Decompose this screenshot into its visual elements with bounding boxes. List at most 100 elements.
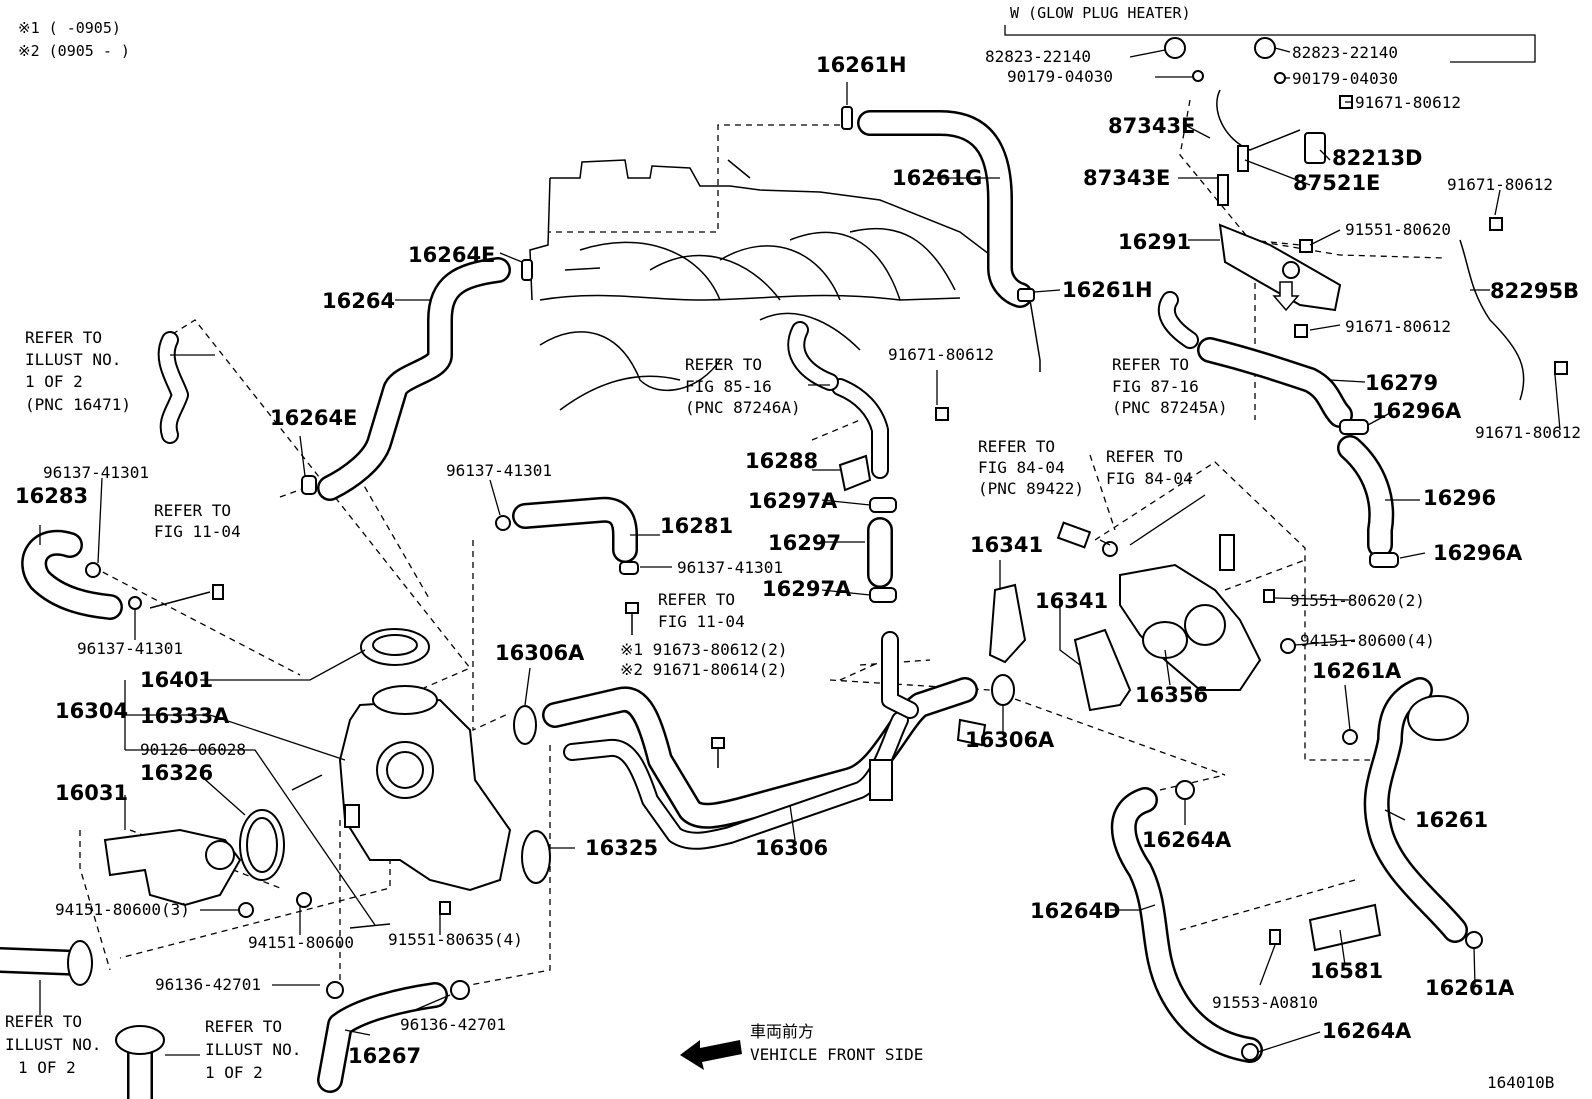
label-16581[interactable]: 16581: [1310, 959, 1383, 983]
pn-90179-right[interactable]: 90179-04030: [1292, 69, 1398, 88]
label-16326[interactable]: 16326: [140, 761, 213, 785]
pn-90179-left[interactable]: 90179-04030: [1007, 67, 1113, 86]
label-16325[interactable]: 16325: [585, 836, 658, 860]
label-16281[interactable]: 16281: [660, 514, 733, 538]
label-16264A-mid[interactable]: 16264A: [1142, 828, 1232, 852]
ref-illust-bl-1[interactable]: REFER TO: [5, 1012, 82, 1031]
label-87343E-2[interactable]: 87343E: [1083, 166, 1170, 190]
label-16267[interactable]: 16267: [348, 1044, 421, 1068]
ref-fig-84-04-b-1[interactable]: REFER TO: [1106, 447, 1183, 466]
pn-91671-80612-a[interactable]: 91671-80612: [1355, 93, 1461, 112]
label-87343E-1[interactable]: 87343E: [1108, 114, 1195, 138]
ref-fig-11-04-a-1[interactable]: REFER TO: [154, 501, 231, 520]
pn-96136-42701-a[interactable]: 96136-42701: [155, 975, 261, 994]
pn-82823-left[interactable]: 82823-22140: [985, 47, 1091, 66]
label-16031[interactable]: 16031: [55, 781, 128, 805]
ref-fig-87-16-2[interactable]: FIG 87-16: [1112, 377, 1199, 396]
label-16297A-bot[interactable]: 16297A: [762, 577, 852, 601]
ref-fig-84-04-b-2[interactable]: FIG 84-04: [1106, 469, 1193, 488]
label-16356[interactable]: 16356: [1135, 683, 1208, 707]
label-16306A-left[interactable]: 16306A: [495, 641, 585, 665]
ref-illust-bl-3[interactable]: 1 OF 2: [18, 1058, 76, 1077]
pn-91553-A0810[interactable]: 91553-A0810: [1212, 993, 1318, 1012]
ref-illust-bm-3[interactable]: 1 OF 2: [205, 1063, 263, 1082]
label-16296[interactable]: 16296: [1423, 486, 1496, 510]
part-labels: 16261H 16261G 16264E 16264 16264E 16283 …: [15, 53, 1579, 1068]
label-16296A-bot[interactable]: 16296A: [1433, 541, 1523, 565]
ref-illust-top-4[interactable]: (PNC 16471): [25, 395, 131, 414]
assembly-dashed-lines: [79, 99, 1446, 986]
pn-94151-80600-4[interactable]: 94151-80600(4): [1300, 631, 1435, 650]
pn-91551-80635[interactable]: 91551-80635(4): [388, 930, 523, 949]
label-16261G[interactable]: 16261G: [892, 166, 982, 190]
pn-96137-41301-c[interactable]: 96137-41301: [446, 461, 552, 480]
part-numbers: 82823-22140 90179-04030 82823-22140 9017…: [43, 43, 1581, 1034]
pn-90126-06028[interactable]: 90126-06028: [140, 740, 246, 759]
label-16333A[interactable]: 16333A: [140, 704, 230, 728]
label-16341-b[interactable]: 16341: [1035, 589, 1108, 613]
reference-notes: REFER TO ILLUST NO. 1 OF 2 (PNC 16471) R…: [5, 328, 1228, 1082]
pn-94151-80600-3[interactable]: 94151-80600(3): [55, 900, 190, 919]
ref-illust-top-2[interactable]: ILLUST NO.: [25, 350, 121, 369]
label-82295B[interactable]: 82295B: [1490, 279, 1579, 303]
pn-96136-42701-b[interactable]: 96136-42701: [400, 1015, 506, 1034]
label-16261A-bot[interactable]: 16261A: [1425, 976, 1515, 1000]
ref-fig-85-16-2[interactable]: FIG 85-16: [685, 377, 772, 396]
pn-96137-41301-b[interactable]: 96137-41301: [77, 639, 183, 658]
label-16341-a[interactable]: 16341: [970, 533, 1043, 557]
label-16306A-right[interactable]: 16306A: [965, 728, 1055, 752]
pn-96137-41301-a[interactable]: 96137-41301: [43, 463, 149, 482]
label-16261[interactable]: 16261: [1415, 808, 1488, 832]
ref-fig-87-16-1[interactable]: REFER TO: [1112, 355, 1189, 374]
label-16297[interactable]: 16297: [768, 531, 841, 555]
label-16261A-top[interactable]: 16261A: [1312, 659, 1402, 683]
ref-illust-bl-2[interactable]: ILLUST NO.: [5, 1035, 101, 1054]
note-1: ※1 ( -0905): [18, 19, 121, 37]
label-16264D[interactable]: 16264D: [1030, 899, 1121, 923]
label-16264[interactable]: 16264: [322, 289, 395, 313]
label-16288[interactable]: 16288: [745, 449, 818, 473]
pn-91671-80612-b[interactable]: 91671-80612: [1447, 175, 1553, 194]
pn-91673-80612[interactable]: ※1 91673-80612(2): [620, 640, 788, 659]
ref-fig-85-16-1[interactable]: REFER TO: [685, 355, 762, 374]
label-16261H-top[interactable]: 16261H: [816, 53, 907, 77]
pn-91671-80612-d[interactable]: 91671-80612: [1475, 423, 1581, 442]
label-16304[interactable]: 16304: [55, 699, 128, 723]
ref-illust-bm-1[interactable]: REFER TO: [205, 1017, 282, 1036]
ref-fig-87-16-3[interactable]: (PNC 87245A): [1112, 398, 1228, 417]
label-16291[interactable]: 16291: [1118, 230, 1191, 254]
ref-fig-11-04-b-1[interactable]: REFER TO: [658, 590, 735, 609]
label-16264E-left[interactable]: 16264E: [270, 406, 357, 430]
pn-96137-41301-d[interactable]: 96137-41301: [677, 558, 783, 577]
vehicle-front-indicator: 車両前方 VEHICLE FRONT SIDE: [680, 1022, 923, 1070]
components: [67, 37, 1568, 1061]
label-16264A-bot[interactable]: 16264A: [1322, 1019, 1412, 1043]
ref-fig-85-16-3[interactable]: (PNC 87246A): [685, 398, 801, 417]
label-16283[interactable]: 16283: [15, 484, 88, 508]
label-87521E[interactable]: 87521E: [1293, 171, 1380, 195]
label-16401[interactable]: 16401: [140, 668, 213, 692]
front-side-label-en: VEHICLE FRONT SIDE: [750, 1045, 923, 1064]
ref-fig-84-04-a-1[interactable]: REFER TO: [978, 437, 1055, 456]
ref-fig-11-04-a-2[interactable]: FIG 11-04: [154, 522, 241, 541]
pn-91671-80612-c[interactable]: 91671-80612: [1345, 317, 1451, 336]
ref-illust-bm-2[interactable]: ILLUST NO.: [205, 1040, 301, 1059]
ref-fig-11-04-b-2[interactable]: FIG 11-04: [658, 612, 745, 631]
pn-91551-80620-2[interactable]: 91551-80620(2): [1290, 591, 1425, 610]
ref-illust-top-3[interactable]: 1 OF 2: [25, 372, 83, 391]
pn-91551-80620[interactable]: 91551-80620: [1345, 220, 1451, 239]
pn-91671-80614[interactable]: ※2 91671-80614(2): [620, 660, 788, 679]
ref-illust-top-1[interactable]: REFER TO: [25, 328, 102, 347]
label-16279[interactable]: 16279: [1365, 371, 1438, 395]
label-16261H-mid[interactable]: 16261H: [1062, 278, 1153, 302]
ref-fig-84-04-a-3[interactable]: (PNC 89422): [978, 479, 1084, 498]
label-82213D[interactable]: 82213D: [1332, 146, 1423, 170]
pn-94151-80600[interactable]: 94151-80600: [248, 933, 354, 952]
ref-fig-84-04-a-2[interactable]: FIG 84-04: [978, 458, 1065, 477]
pn-82823-right[interactable]: 82823-22140: [1292, 43, 1398, 62]
label-16264E-top[interactable]: 16264E: [408, 243, 495, 267]
label-16306[interactable]: 16306: [755, 836, 828, 860]
pn-91671-80612-e[interactable]: 91671-80612: [888, 345, 994, 364]
label-16296A-top[interactable]: 16296A: [1372, 399, 1462, 423]
label-16297A-top[interactable]: 16297A: [748, 489, 838, 513]
